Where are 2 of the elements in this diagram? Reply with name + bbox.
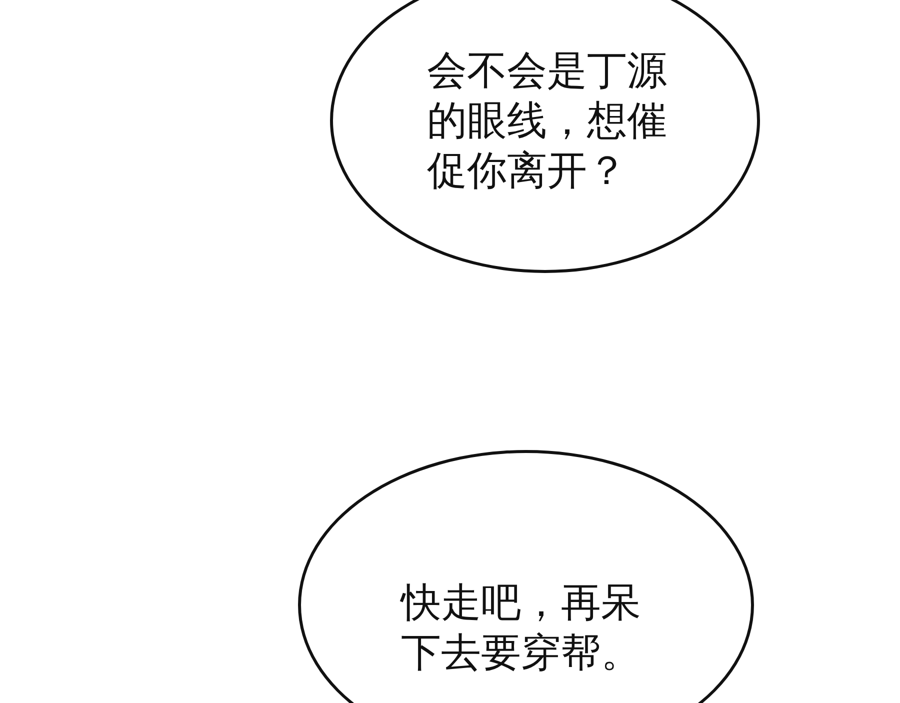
speech-text: 会不会是丁源的眼线，想催促你离开？ [427, 47, 668, 196]
speech-text: 快走吧，再呆下去要穿帮。 [401, 579, 642, 678]
